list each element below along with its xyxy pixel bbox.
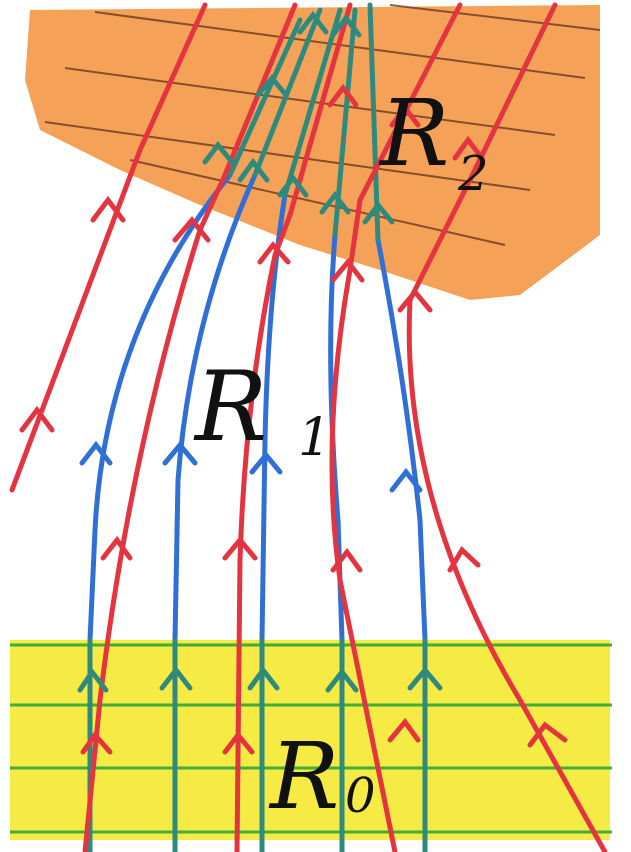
red-ray: [82, 2, 298, 852]
region-r2-fill: [25, 5, 600, 300]
region-r2: [25, 4, 601, 300]
r2-label-subscript: 2: [457, 146, 489, 202]
arrowhead-icon: [222, 730, 255, 755]
arrowhead-icon: [162, 441, 198, 466]
red-ray: [406, 2, 608, 852]
arrowhead-icon: [330, 13, 362, 38]
r0-label-letter: R: [268, 723, 339, 830]
arrowhead-icon: [249, 451, 283, 475]
blue-ray: [375, 237, 428, 643]
region-r0-fill: [10, 640, 610, 840]
arrowheads: [19, 10, 568, 755]
arrowhead-icon: [387, 717, 421, 743]
arrowhead-icon: [247, 665, 280, 691]
arrowhead-icon: [297, 10, 329, 35]
arrowhead-icon: [80, 730, 113, 755]
r2-label-letter: R: [378, 80, 449, 187]
arrowhead-icon: [237, 157, 270, 183]
region-r0-lines: [10, 643, 612, 834]
blue-ray: [227, 17, 303, 178]
arrowhead-icon: [277, 173, 309, 198]
blue-ray: [252, 7, 323, 178]
arrowhead-icon: [202, 140, 235, 165]
red-ray: [329, 2, 463, 852]
arrowhead-icon: [79, 440, 113, 466]
arrowhead-icon: [319, 190, 351, 215]
arrowhead-icon: [172, 216, 211, 243]
arrowhead-icon: [330, 258, 365, 283]
arrowhead-icon: [527, 721, 568, 748]
arrowhead-icon: [159, 665, 193, 691]
arrowhead-icon: [222, 536, 258, 561]
r2-stripe: [389, 4, 601, 31]
blue-ray: [259, 192, 288, 643]
arrowhead-icon: [452, 135, 485, 161]
arrowhead-icon: [407, 666, 443, 691]
r0-label-subscript: 0: [345, 768, 376, 824]
arrowhead-icon: [397, 288, 433, 313]
blue-ray: [87, 172, 233, 643]
region-r0: [10, 640, 612, 840]
arrowhead-icon: [327, 83, 359, 108]
blue-ray: [282, 7, 343, 198]
red-ray: [234, 2, 353, 852]
region-label-r2: R 2: [378, 80, 489, 202]
arrowhead-icon: [100, 535, 133, 561]
arrowhead-icon: [325, 667, 359, 693]
arrowhead-icon: [255, 74, 289, 98]
arrowhead-icon: [77, 667, 109, 693]
arrowhead-icon: [389, 103, 421, 128]
blue-ray: [367, 2, 381, 243]
region-label-r1: R 1: [193, 351, 331, 468]
r2-stripe: [64, 67, 556, 136]
r1-label-subscript: 1: [298, 408, 331, 468]
arrowhead-icon: [447, 546, 481, 573]
arrowhead-icon: [389, 467, 423, 493]
r2-stripe: [44, 121, 531, 191]
blue-ray: [328, 232, 345, 643]
arrowhead-icon: [257, 241, 291, 265]
arrowhead-icon: [19, 405, 55, 433]
r1-label-letter: R: [193, 351, 267, 463]
blue-ray: [172, 172, 258, 643]
arrowhead-icon: [90, 195, 126, 223]
arrowhead-icon: [330, 547, 363, 573]
red-ray: [9, 2, 208, 493]
region-label-r0: R 0: [268, 723, 376, 830]
arrowhead-icon: [362, 200, 395, 225]
